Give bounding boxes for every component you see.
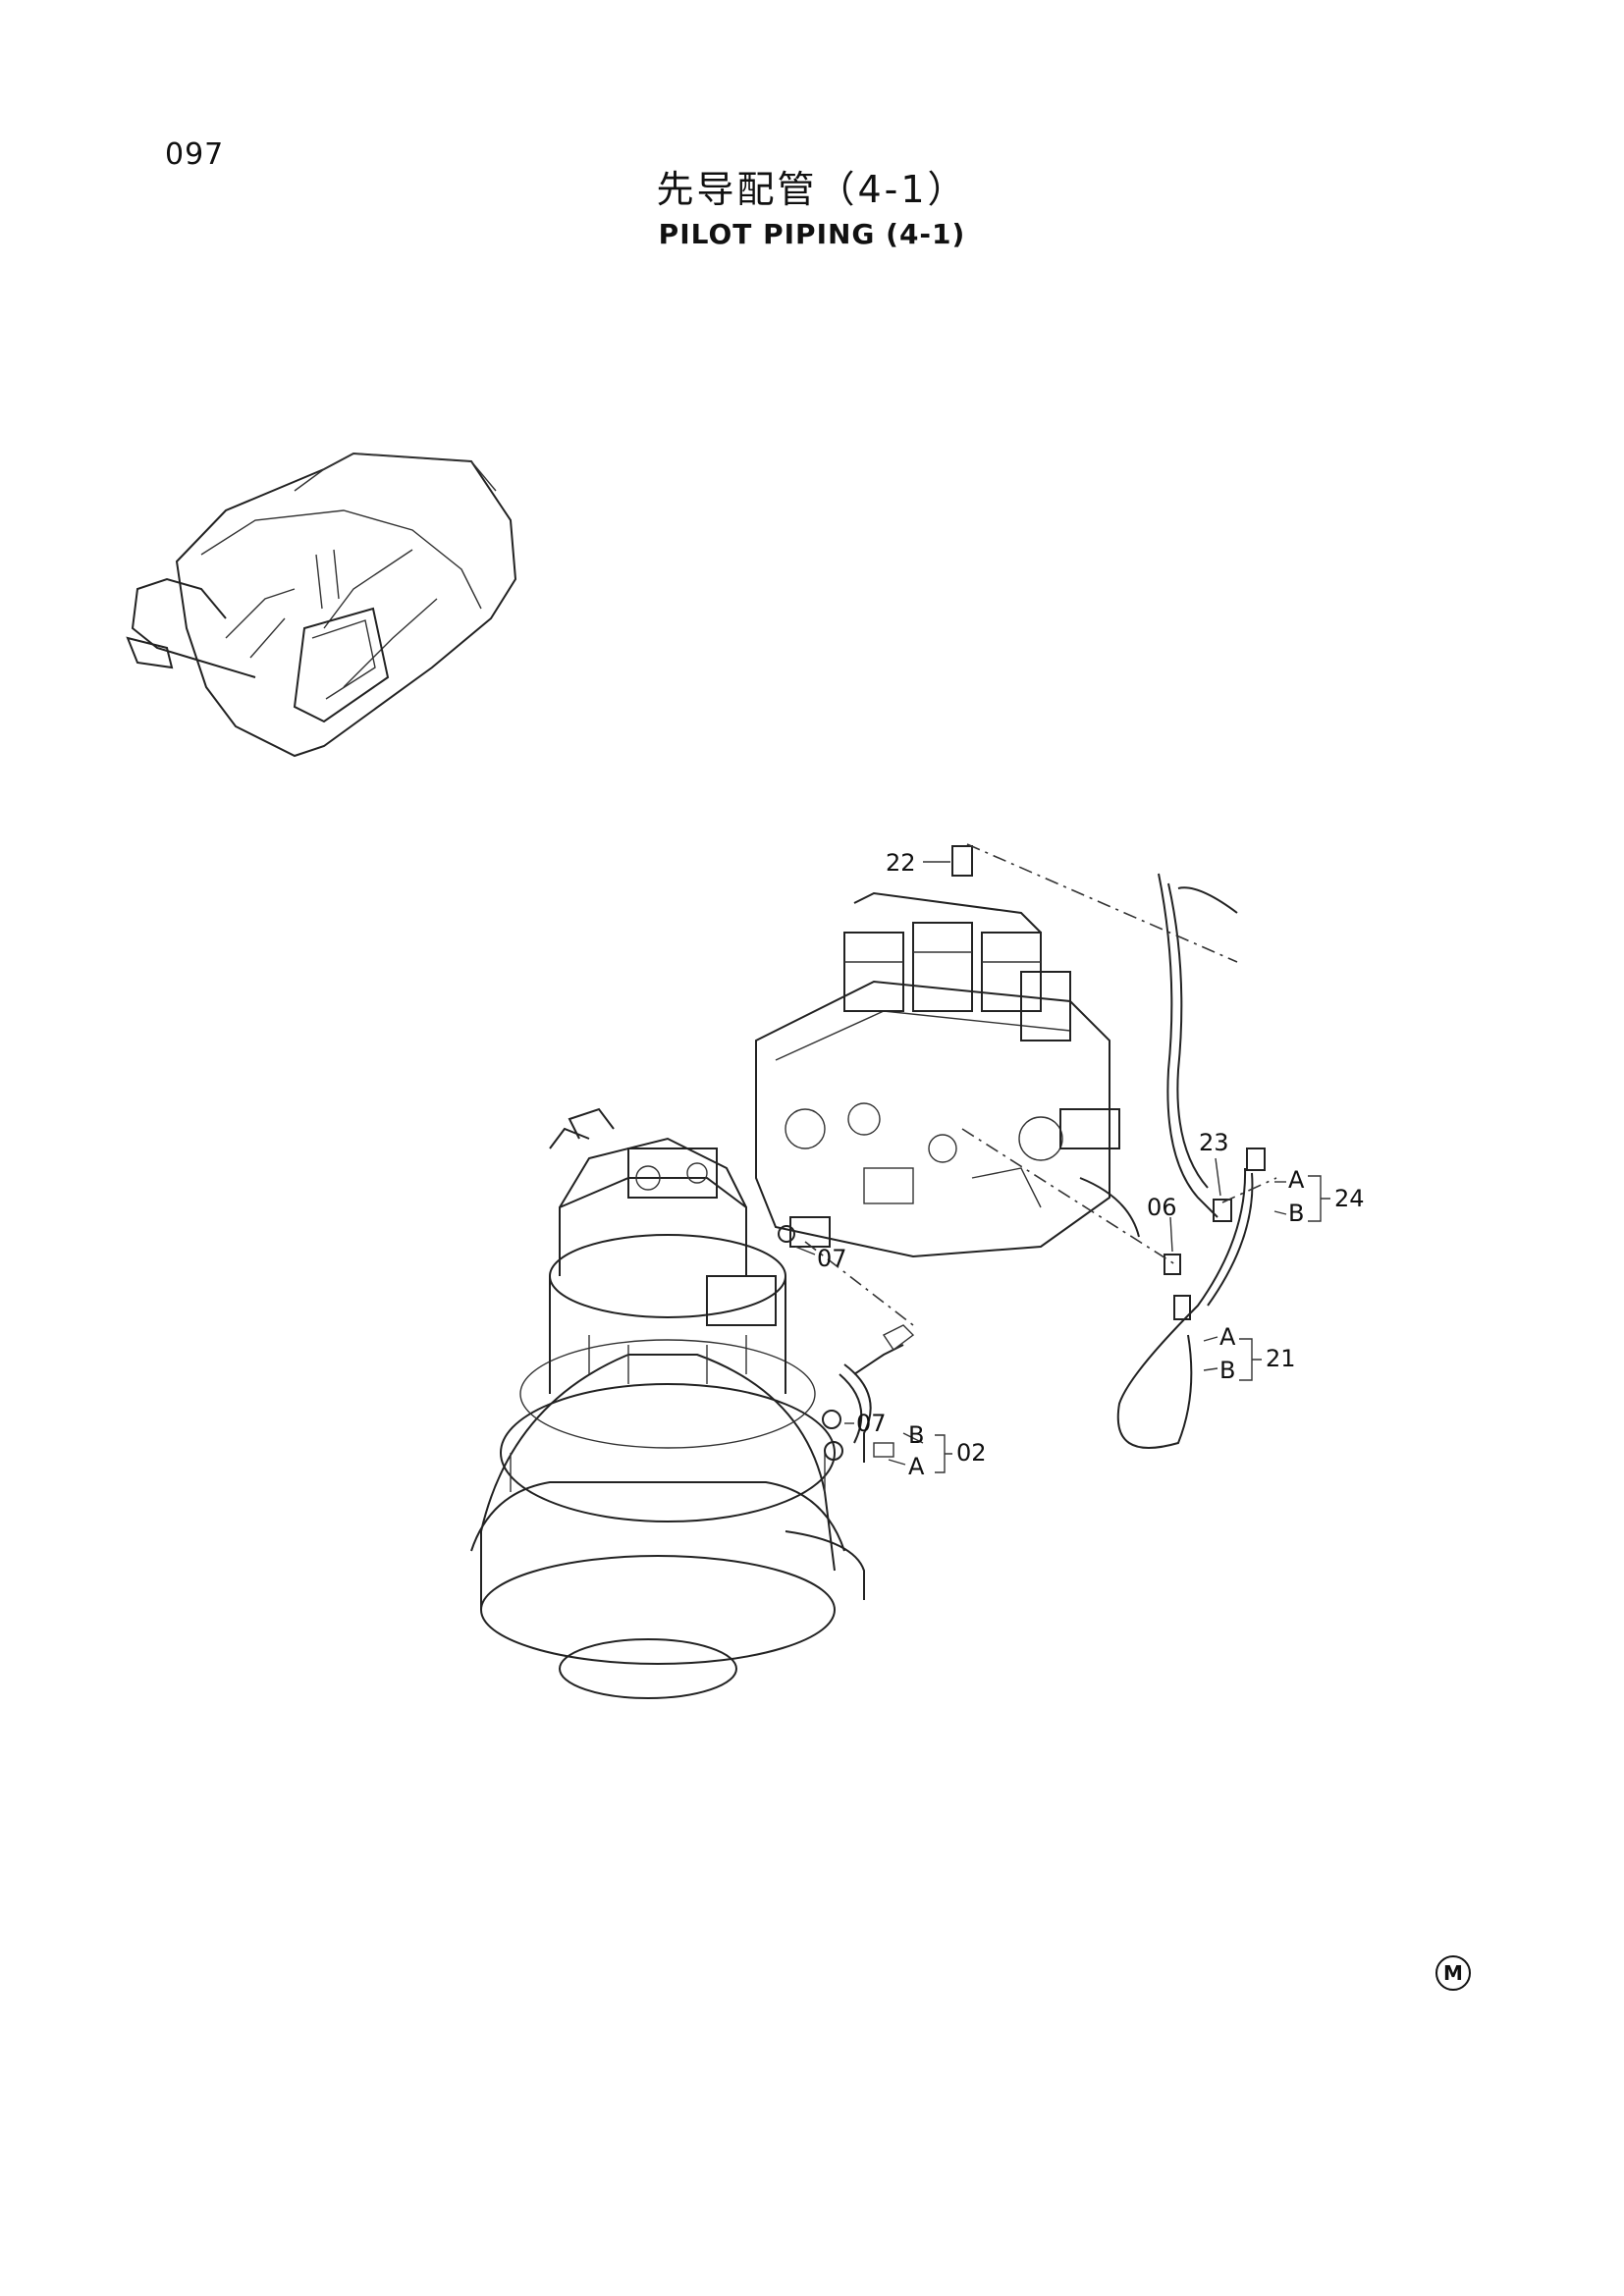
control-valve-block	[755, 891, 1140, 1258]
pilot-hoses	[839, 873, 1254, 1463]
callout-21-b: B	[1219, 1357, 1235, 1384]
page-title-chinese: 先导配管（4-1）	[656, 168, 968, 211]
callout-02-a: A	[908, 1453, 925, 1480]
callout-07-upper: 07	[817, 1245, 847, 1272]
callout-labels: 22 23 A B 24 06 07 07 A B 21 B A 02	[817, 849, 1365, 1480]
page-title-english: PILOT PIPING (4-1)	[658, 218, 966, 250]
connection-lines	[804, 843, 1277, 1326]
callout-21: 21	[1266, 1345, 1296, 1372]
callout-23: 23	[1199, 1129, 1229, 1156]
callout-07-lower: 07	[856, 1410, 887, 1437]
fittings	[778, 845, 1266, 1461]
callout-02: 02	[956, 1439, 987, 1467]
callout-24: 24	[1334, 1185, 1365, 1212]
excavator-overview-illustration	[126, 452, 517, 758]
callout-06: 06	[1147, 1194, 1177, 1221]
callout-21-a: A	[1219, 1323, 1236, 1351]
page-number: 097	[165, 137, 225, 172]
swing-motor-assembly	[470, 1107, 865, 1699]
callout-24-a: A	[1288, 1166, 1305, 1194]
leader-lines	[794, 861, 1330, 1473]
corner-circled-m-mark: M	[1435, 1955, 1471, 1991]
callout-24-b: B	[1288, 1200, 1304, 1227]
callout-02-b: B	[908, 1421, 924, 1449]
callout-22: 22	[886, 849, 916, 877]
